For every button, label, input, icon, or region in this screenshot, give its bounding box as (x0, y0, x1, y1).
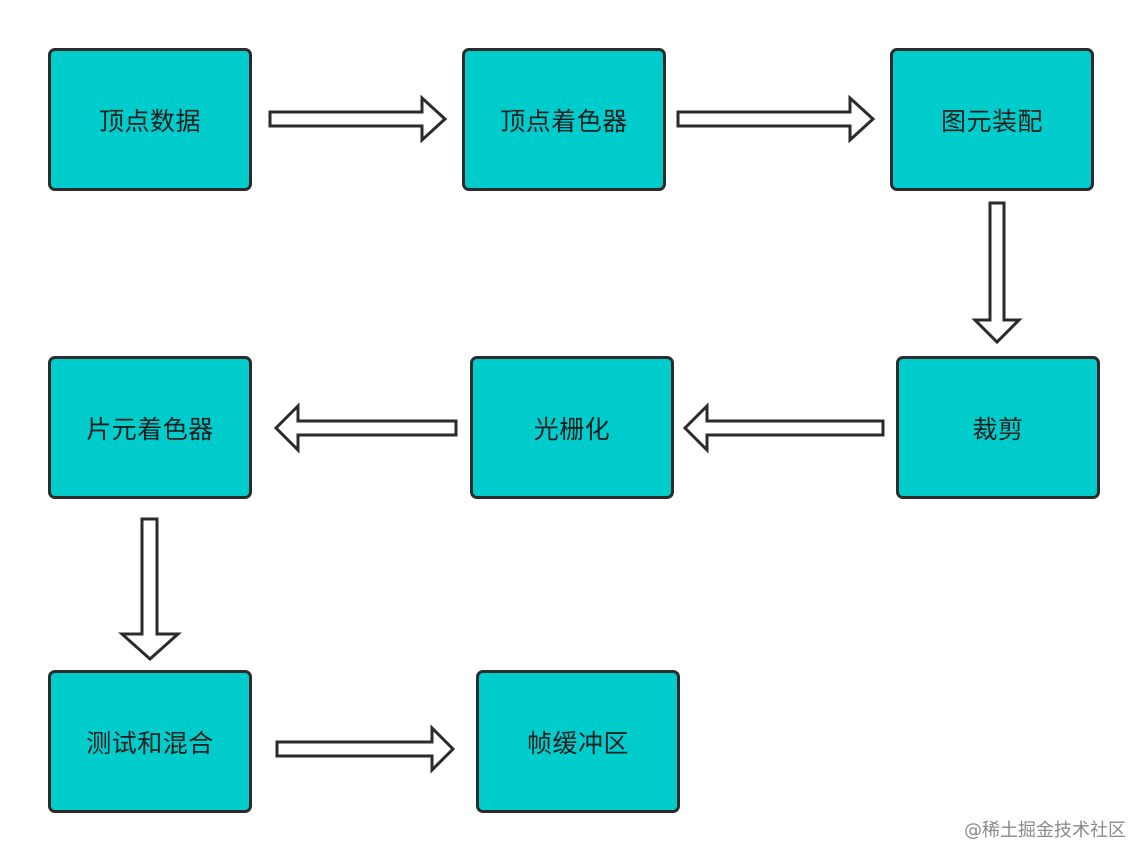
node-rasterization: 光栅化 (470, 356, 674, 499)
arrow-right-icon (275, 724, 456, 774)
node-clipping: 裁剪 (896, 356, 1100, 499)
node-framebuffer: 帧缓冲区 (476, 670, 680, 813)
node-vertex-data: 顶点数据 (48, 48, 252, 191)
arrow-left-icon (273, 402, 458, 454)
arrow-down-icon (971, 201, 1023, 345)
node-label: 帧缓冲区 (526, 728, 629, 758)
node-label: 顶点数据 (98, 106, 201, 136)
node-test-and-blend: 测试和混合 (48, 670, 252, 813)
node-label: 图元装配 (940, 106, 1043, 136)
node-primitive-assembly: 图元装配 (890, 48, 1094, 191)
node-label: 裁剪 (972, 414, 1024, 444)
arrow-down-icon (118, 517, 182, 662)
arrow-left-icon (682, 402, 885, 454)
node-vertex-shader: 顶点着色器 (462, 48, 666, 191)
watermark: @稀土掘金技术社区 (964, 820, 1126, 841)
node-fragment-shader: 片元着色器 (48, 356, 252, 499)
node-label: 顶点着色器 (500, 106, 628, 136)
node-label: 测试和混合 (86, 728, 214, 758)
arrow-right-icon (268, 94, 448, 144)
node-label: 光栅化 (533, 414, 611, 444)
node-label: 片元着色器 (86, 414, 214, 444)
arrow-right-icon (676, 94, 876, 144)
